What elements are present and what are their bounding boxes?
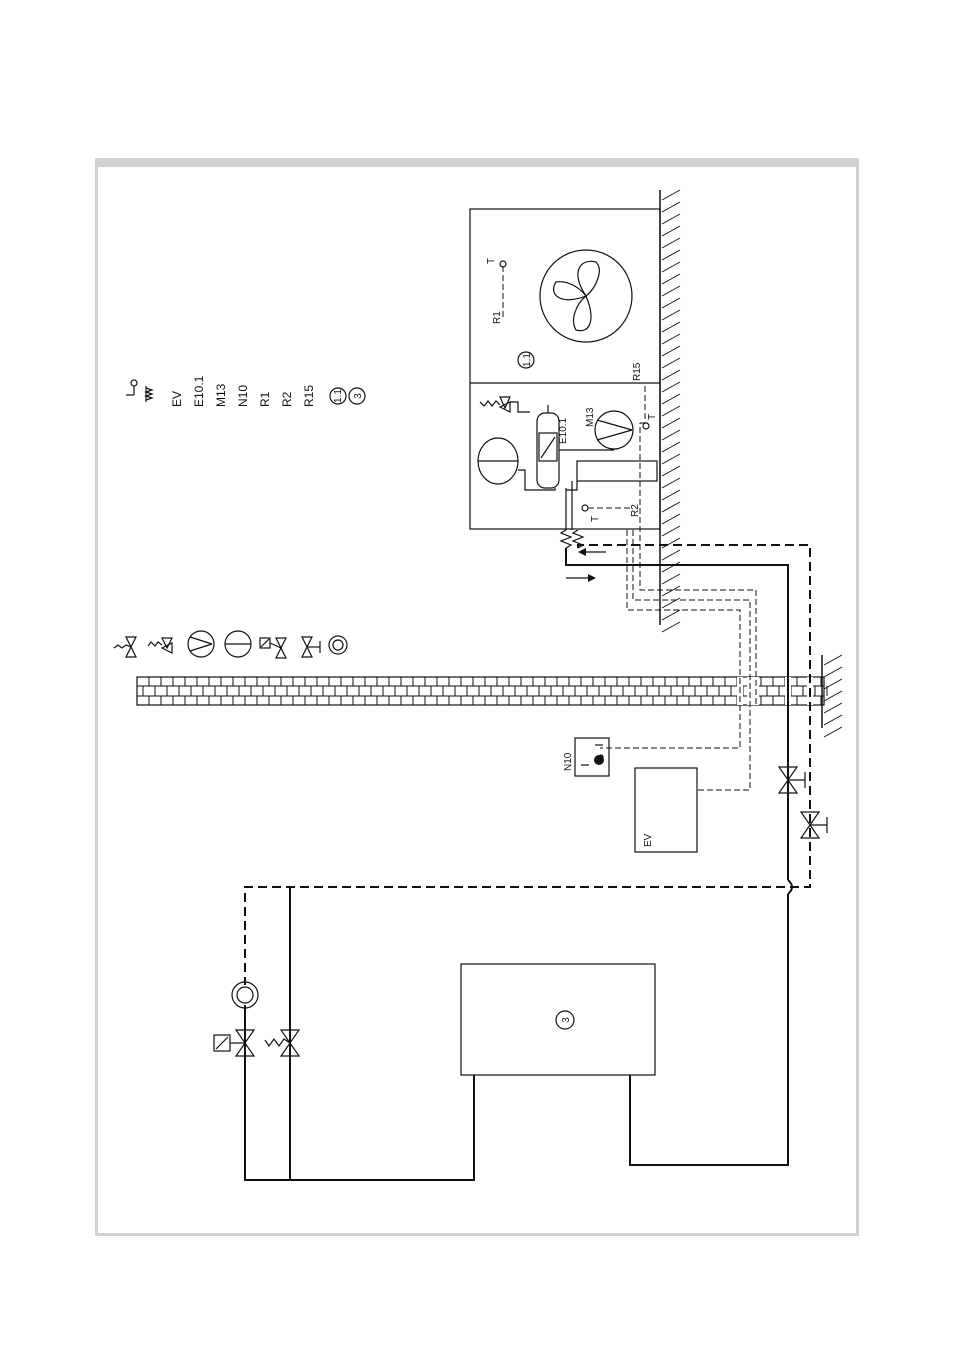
backup-heater-e101 <box>537 405 559 488</box>
shutoff-valve-legend-icon <box>302 637 320 657</box>
vessel-legend-icon <box>225 631 251 657</box>
tank-badge: 3 <box>561 1017 572 1023</box>
expansion-vessel-icon <box>478 438 518 484</box>
e101-label: E10.1 <box>558 417 569 444</box>
svg-text:3: 3 <box>353 393 364 399</box>
legend-badge-1-1: 1.1 <box>330 388 346 404</box>
r2-label: R2 <box>630 504 641 517</box>
motor-valve-legend-icon <box>260 638 286 658</box>
r1-label: R1 <box>492 311 503 324</box>
control-box-ev: EV <box>635 768 697 852</box>
legend-r15: R15 <box>302 385 316 407</box>
heat-exchanger <box>577 461 657 481</box>
legend-n10: N10 <box>236 385 250 407</box>
legend-r2: R2 <box>280 391 294 407</box>
symbol-legend <box>114 631 347 658</box>
n10-label: N10 <box>563 752 574 771</box>
legend-e101: E10.1 <box>192 375 206 407</box>
heating-element-legend-icon <box>146 386 152 402</box>
fan-icon <box>540 250 632 342</box>
legend-ev: EV <box>170 391 184 407</box>
temperature-sensor-legend-icon <box>126 380 137 395</box>
flow-meter-left <box>232 982 258 1008</box>
legend-r1: R1 <box>258 391 272 407</box>
svg-text:1.1: 1.1 <box>522 353 533 367</box>
outdoor-unit-1-1: T R1 1.1 R15 E10.1 <box>470 209 660 548</box>
legend: EV E10.1 M13 N10 R1 R2 R15 1.1 3 <box>126 375 365 407</box>
ev-label: EV <box>643 833 654 847</box>
m13-label: M13 <box>585 407 596 427</box>
shutoff-valve-supply <box>779 767 805 793</box>
storage-tank-3: 3 <box>461 964 655 1075</box>
piping <box>245 423 810 1180</box>
legend-badge-3: 3 <box>349 388 365 404</box>
safety-valve-left <box>265 1030 299 1056</box>
ground-hatch <box>660 190 842 737</box>
pump-legend-icon <box>188 631 214 657</box>
angle-safety-valve-legend-icon <box>148 638 172 653</box>
shutoff-valve-return <box>801 812 827 838</box>
outdoor-t-label: T <box>486 258 497 264</box>
safety-valve-icon <box>480 397 530 412</box>
pump-t-label: T <box>647 414 658 420</box>
building-wall <box>137 677 827 705</box>
circulation-pump-m13 <box>595 411 633 449</box>
r2-t-label: T <box>590 516 601 522</box>
r15-label: R15 <box>632 362 643 381</box>
safety-valve-legend-icon <box>114 637 136 657</box>
room-control-n10: N10 <box>563 738 609 776</box>
flow-meter-legend-icon <box>329 636 347 654</box>
svg-text:1.1: 1.1 <box>333 389 344 403</box>
motor-valve-left <box>214 1030 254 1056</box>
outdoor-unit-badge: 1.1 <box>518 352 534 368</box>
legend-m13: M13 <box>214 383 228 407</box>
